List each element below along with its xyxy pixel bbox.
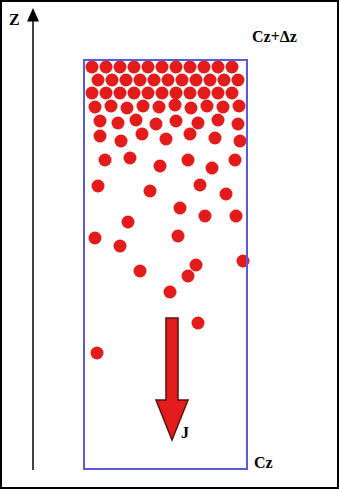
particle-dot — [190, 74, 203, 87]
particle-dot — [134, 265, 147, 278]
particle-dot — [94, 130, 107, 143]
particle-dot — [89, 232, 102, 245]
particle-dot — [226, 87, 239, 100]
particle-dot — [150, 118, 163, 131]
particle-dot — [154, 160, 167, 173]
particle-dot — [220, 188, 233, 201]
particle-dot — [172, 230, 185, 243]
particle-dot — [233, 100, 246, 113]
particle-dot — [234, 135, 247, 148]
particle-dot — [144, 185, 157, 198]
particle-dot — [106, 74, 119, 87]
particle-dot — [209, 132, 222, 145]
particle-dot — [185, 102, 198, 115]
particle-dot — [124, 152, 137, 165]
particle-dot — [174, 202, 187, 215]
particle-dot — [212, 87, 225, 100]
particle-dot — [198, 87, 211, 100]
particle-dot — [232, 118, 245, 131]
particle-dot — [91, 347, 104, 360]
particle-dot — [230, 210, 243, 223]
particle-dot — [156, 87, 169, 100]
particle-dot — [164, 286, 177, 299]
particle-dot — [130, 114, 143, 127]
particle-dot — [114, 61, 127, 74]
particle-dot — [184, 61, 197, 74]
particle-dot — [120, 74, 133, 87]
particle-dot — [89, 101, 102, 114]
particle-dot — [170, 115, 183, 128]
particle-dot — [176, 74, 189, 87]
particle-dot — [94, 115, 107, 128]
particle-dot — [162, 74, 175, 87]
particle-dot — [142, 87, 155, 100]
particle-dot — [105, 100, 118, 113]
particle-dot — [170, 61, 183, 74]
particle-dot — [121, 102, 134, 115]
particle-dot — [217, 101, 230, 114]
particle-dot — [148, 74, 161, 87]
particle-dot — [192, 117, 205, 130]
concentration-label: Cz+Δz — [252, 29, 297, 45]
flux-arrow — [156, 318, 188, 440]
particle-dot — [99, 154, 112, 167]
particle-dot — [192, 317, 205, 330]
particle-dot — [156, 61, 169, 74]
particle-dot — [212, 114, 225, 127]
particle-dot — [128, 61, 141, 74]
particle-dot — [142, 61, 155, 74]
particle-dot — [204, 74, 217, 87]
particle-dot — [169, 99, 182, 112]
flux-label: J — [181, 425, 189, 441]
particle-dot — [128, 87, 141, 100]
particle-dot — [160, 133, 173, 146]
particle-dot — [170, 87, 183, 100]
particle-dot — [100, 87, 113, 100]
particle-dot — [226, 61, 239, 74]
particle-dot — [184, 87, 197, 100]
particle-dot — [122, 216, 135, 229]
particle-dot — [137, 100, 150, 113]
particle-dot — [86, 87, 99, 100]
particle-dot — [86, 61, 99, 74]
particle-dot — [184, 128, 197, 141]
particle-dot — [212, 61, 225, 74]
particle-dot — [194, 179, 207, 192]
concentration-label: Cz — [254, 455, 273, 471]
particle-dot — [115, 135, 128, 148]
particle-dot — [182, 154, 195, 167]
particle-dot — [198, 61, 211, 74]
particle-dot — [199, 210, 212, 223]
particle-dot — [92, 74, 105, 87]
particle-dot — [136, 128, 149, 141]
axis-label: Z — [9, 12, 20, 28]
particle-dot — [112, 117, 125, 130]
column-box — [84, 60, 247, 469]
particle-dot — [92, 180, 105, 193]
particle-dot — [134, 74, 147, 87]
particle-dot — [100, 61, 113, 74]
particle-dot — [229, 154, 242, 167]
particle-dot — [114, 87, 127, 100]
particle-dots — [86, 61, 250, 360]
particle-dot — [218, 74, 231, 87]
z-axis — [32, 14, 34, 470]
particle-dot — [232, 74, 245, 87]
particle-dot — [190, 259, 203, 272]
particle-dot — [201, 100, 214, 113]
particle-dot — [114, 240, 127, 253]
particle-dot — [206, 162, 219, 175]
particle-dot — [153, 101, 166, 114]
particle-dot — [182, 270, 195, 283]
